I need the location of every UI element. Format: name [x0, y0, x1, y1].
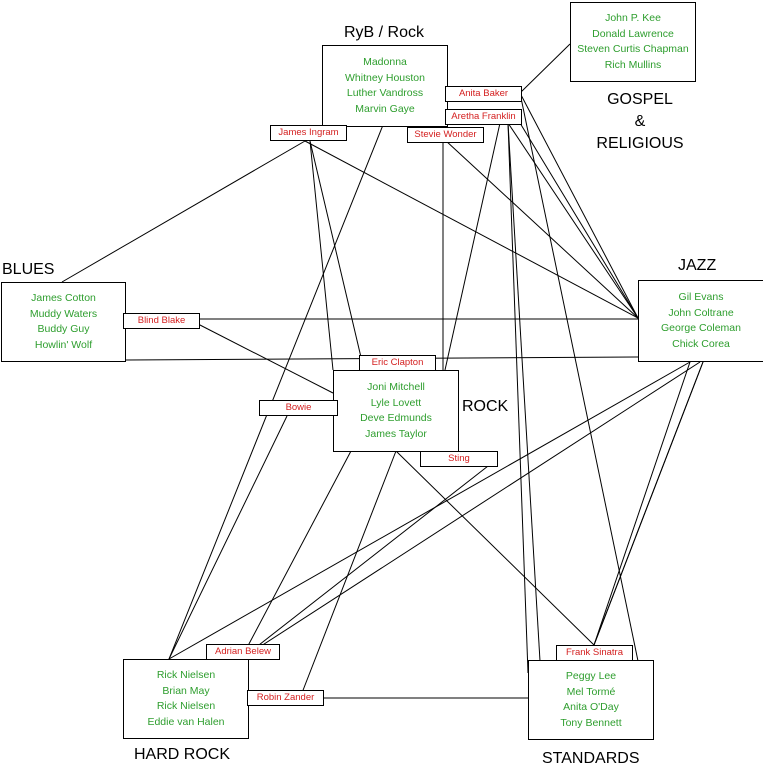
artist-name: George Coleman: [661, 322, 741, 334]
artist-name: John P. Kee: [605, 12, 661, 24]
link-anita-baker-jazz: [519, 92, 639, 319]
artist-name: Luther Vandross: [346, 87, 424, 99]
link-aretha-jazz-a: [519, 122, 639, 319]
connector-robin-zander: Robin Zander: [247, 690, 324, 706]
link-rock-hardrock-a: [240, 450, 352, 660]
connector-frank-sinatra: Frank Sinatra: [556, 645, 633, 661]
ryb-rock-label: RyB / Rock: [343, 24, 424, 41]
gospel-label-line: &: [634, 113, 646, 130]
artist-name: Peggy Lee: [565, 670, 617, 682]
artist-name: Rich Mullins: [604, 58, 662, 71]
gospel-label-line: GOSPEL: [607, 91, 673, 108]
gospel-label: GOSPEL & RELIGIOUS: [575, 89, 705, 155]
link-ingram-rock: [309, 140, 334, 371]
artist-name: Madonna: [363, 56, 407, 68]
artist-name: Buddy Guy: [37, 323, 90, 335]
artist-name: Rick Nielsen: [156, 669, 216, 681]
artist-name: Eddie van Halen: [147, 715, 225, 728]
link-aretha-standards-b: [507, 122, 529, 674]
connector-sting: Sting: [420, 451, 498, 467]
link-jazz-standards-b: [593, 361, 704, 646]
link-sting-hardrock: [240, 458, 498, 660]
artist-name: Anita O'Day: [563, 701, 619, 713]
link-aretha-standards-a: [507, 122, 541, 662]
blues-label: BLUES: [2, 261, 55, 278]
link-jazz-hardrock-b: [240, 361, 701, 660]
artist-name: Tony Bennett: [560, 716, 622, 729]
jazz-box: Gil Evans John Coltrane George Coleman C…: [638, 280, 763, 362]
connector-eric-clapton: Eric Clapton: [359, 355, 436, 371]
standards-label: STANDARDS: [542, 750, 640, 767]
link-ingram-blues: [61, 140, 306, 283]
ryb-rock-box: Madonna Whitney Houston Luther Vandross …: [322, 45, 448, 127]
link-rock-hardrock-b: [299, 450, 397, 699]
artist-name: Howlin' Wolf: [34, 338, 93, 351]
artist-name: Lyle Lovett: [370, 396, 422, 409]
link-anita-baker-standards: [519, 92, 639, 662]
link-jazz-standards-c: [593, 361, 691, 646]
rock-label: ROCK: [462, 398, 509, 415]
link-aretha-rock: [444, 122, 501, 371]
link-jazz-hardrock-a: [168, 361, 691, 660]
artist-name: James Taylor: [365, 427, 427, 440]
standards-box: Peggy Lee Mel Tormé Anita O'Day Tony Ben…: [528, 660, 654, 740]
link-ingram-jazz: [304, 140, 639, 319]
jazz-label: JAZZ: [678, 257, 717, 274]
link-ingram-rock-b: [309, 140, 365, 371]
connector-stevie-wonder: Stevie Wonder: [407, 127, 484, 143]
connector-adrian-belew: Adrian Belew: [206, 644, 280, 660]
link-ryb-hardrock: [168, 124, 384, 660]
link-anita-baker-gospel: [519, 43, 571, 94]
link-bowie-hardrock: [168, 415, 288, 660]
artist-name: Mel Tormé: [566, 685, 616, 698]
artist-name: Donald Lawrence: [592, 27, 674, 40]
gospel-label-line: RELIGIOUS: [596, 135, 684, 152]
connector-james-ingram: James Ingram: [270, 125, 347, 141]
connector-anita-baker: Anita Baker: [445, 86, 522, 102]
artist-name: Deve Edmunds: [360, 412, 432, 424]
link-aretha-jazz-b: [507, 122, 639, 319]
gospel-box: John P. Kee Donald Lawrence Steven Curti…: [570, 2, 696, 82]
artist-name: Brian May: [162, 684, 210, 697]
artist-name: James Cotton: [31, 292, 96, 304]
artist-name: Gil Evans: [678, 291, 724, 303]
artist-name: Rick Nielsen: [156, 700, 216, 712]
link-rock-standards: [395, 450, 595, 646]
artist-name: Chick Corea: [672, 337, 730, 350]
artist-name: Marvin Gaye: [355, 102, 415, 115]
artist-name: Muddy Waters: [29, 307, 98, 320]
artist-name: Steven Curtis Chapman: [577, 43, 689, 55]
connector-aretha-franklin: Aretha Franklin: [445, 109, 522, 125]
rock-box: Joni Mitchell Lyle Lovett Deve Edmunds J…: [333, 370, 459, 452]
hard-rock-label: HARD ROCK: [134, 746, 231, 763]
connector-blind-blake: Blind Blake: [123, 313, 200, 329]
artist-name: Whitney Houston: [345, 71, 425, 84]
hard-rock-box: Rick Nielsen Brian May Rick Nielsen Eddi…: [123, 659, 249, 739]
connector-bowie: Bowie: [259, 400, 338, 416]
blues-box: James Cotton Muddy Waters Buddy Guy Howl…: [1, 282, 126, 362]
artist-name: Joni Mitchell: [367, 381, 425, 393]
link-blindblake-rock: [197, 323, 334, 394]
artist-name: John Coltrane: [668, 306, 734, 319]
link-stevie-jazz: [444, 139, 639, 319]
